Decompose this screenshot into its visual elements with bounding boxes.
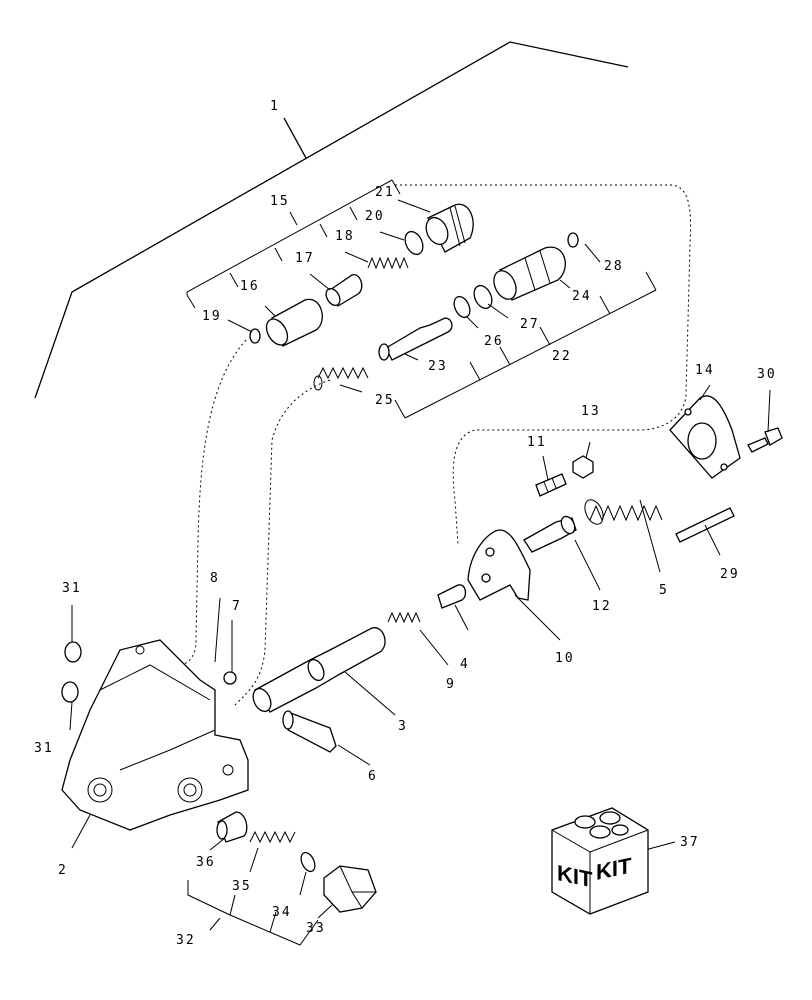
part-31-o-ring-upper xyxy=(64,641,82,663)
part-31-o-ring-lower xyxy=(61,681,79,703)
part-33-plug xyxy=(323,865,377,913)
bracket-22 xyxy=(394,271,657,419)
callout-7: 7 xyxy=(232,599,242,614)
callout-9: 9 xyxy=(446,677,456,692)
callout-16: 16 xyxy=(240,279,260,294)
callout-24: 24 xyxy=(572,289,592,304)
part-2-housing xyxy=(61,639,249,831)
part-35-spring xyxy=(249,830,296,844)
callout-6: 6 xyxy=(368,769,378,784)
callout-36: 36 xyxy=(196,855,216,870)
part-25-spring xyxy=(313,366,369,391)
callout-34: 34 xyxy=(272,905,292,920)
callout-31-upper: 31 xyxy=(62,581,82,596)
part-10-lever xyxy=(467,529,531,601)
callout-15: 15 xyxy=(270,194,290,209)
assembly-bracket-1 xyxy=(34,41,629,399)
callout-8: 8 xyxy=(210,571,220,586)
part-4-valve xyxy=(437,584,467,609)
callout-37: 37 xyxy=(680,835,700,850)
callout-28: 28 xyxy=(604,259,624,274)
part-9-spring xyxy=(387,611,421,624)
leader-lines xyxy=(69,199,771,919)
callout-30: 30 xyxy=(757,367,777,382)
callout-numbers: 1 2 3 4 5 6 7 8 9 10 11 12 13 14 15 16 1… xyxy=(34,99,777,948)
callout-11: 11 xyxy=(527,435,547,450)
callout-20: 20 xyxy=(365,209,385,224)
part-26-o-ring xyxy=(453,295,471,319)
callout-22: 22 xyxy=(552,349,572,364)
callout-25: 25 xyxy=(375,393,395,408)
kit-box-icon: KIT KIT xyxy=(551,807,649,915)
part-20-o-ring xyxy=(404,230,424,256)
part-36-valve xyxy=(216,811,248,843)
part-34-o-ring xyxy=(300,851,316,873)
part-24-sleeve xyxy=(493,246,566,301)
callout-1: 1 xyxy=(270,99,280,114)
callout-14: 14 xyxy=(695,363,715,378)
callout-32: 32 xyxy=(176,933,196,948)
bracket-15 xyxy=(186,179,401,309)
part-30-bolt xyxy=(747,427,783,453)
part-23-spool xyxy=(378,317,453,361)
part-27-o-ring xyxy=(473,284,493,310)
bracket-32 xyxy=(187,880,319,946)
callout-33: 33 xyxy=(306,921,326,936)
part-19-o-ring xyxy=(249,328,261,344)
callout-27: 27 xyxy=(520,317,540,332)
callout-26: 26 xyxy=(484,334,504,349)
part-12-screw xyxy=(523,515,577,553)
part-3-spool xyxy=(252,627,386,713)
part-14-cover xyxy=(669,395,741,479)
part-18-spring xyxy=(367,256,409,270)
callout-12: 12 xyxy=(592,599,612,614)
part-8-pin xyxy=(214,597,221,663)
callout-13: 13 xyxy=(581,404,601,419)
callout-21: 21 xyxy=(375,185,395,200)
callout-3: 3 xyxy=(398,719,408,734)
callout-2: 2 xyxy=(58,863,68,878)
part-17-valve xyxy=(325,274,363,307)
callout-5: 5 xyxy=(659,583,669,598)
callout-18: 18 xyxy=(335,229,355,244)
callout-23: 23 xyxy=(428,359,448,374)
callout-4: 4 xyxy=(460,657,470,672)
part-6-plunger xyxy=(282,710,337,753)
part-5-spring xyxy=(584,499,663,525)
callout-29: 29 xyxy=(720,567,740,582)
callout-17: 17 xyxy=(295,251,315,266)
callout-19: 19 xyxy=(202,309,222,324)
callout-10: 10 xyxy=(555,651,575,666)
part-11-screw xyxy=(535,473,567,497)
part-13-nut xyxy=(572,455,594,479)
part-7-washer xyxy=(223,671,237,685)
callout-35: 35 xyxy=(232,879,252,894)
part-16-sleeve xyxy=(265,298,323,347)
callout-31-lower: 31 xyxy=(34,741,54,756)
part-28-o-ring xyxy=(567,232,579,248)
dotted-outline xyxy=(171,184,692,706)
part-21-plug xyxy=(425,203,474,253)
